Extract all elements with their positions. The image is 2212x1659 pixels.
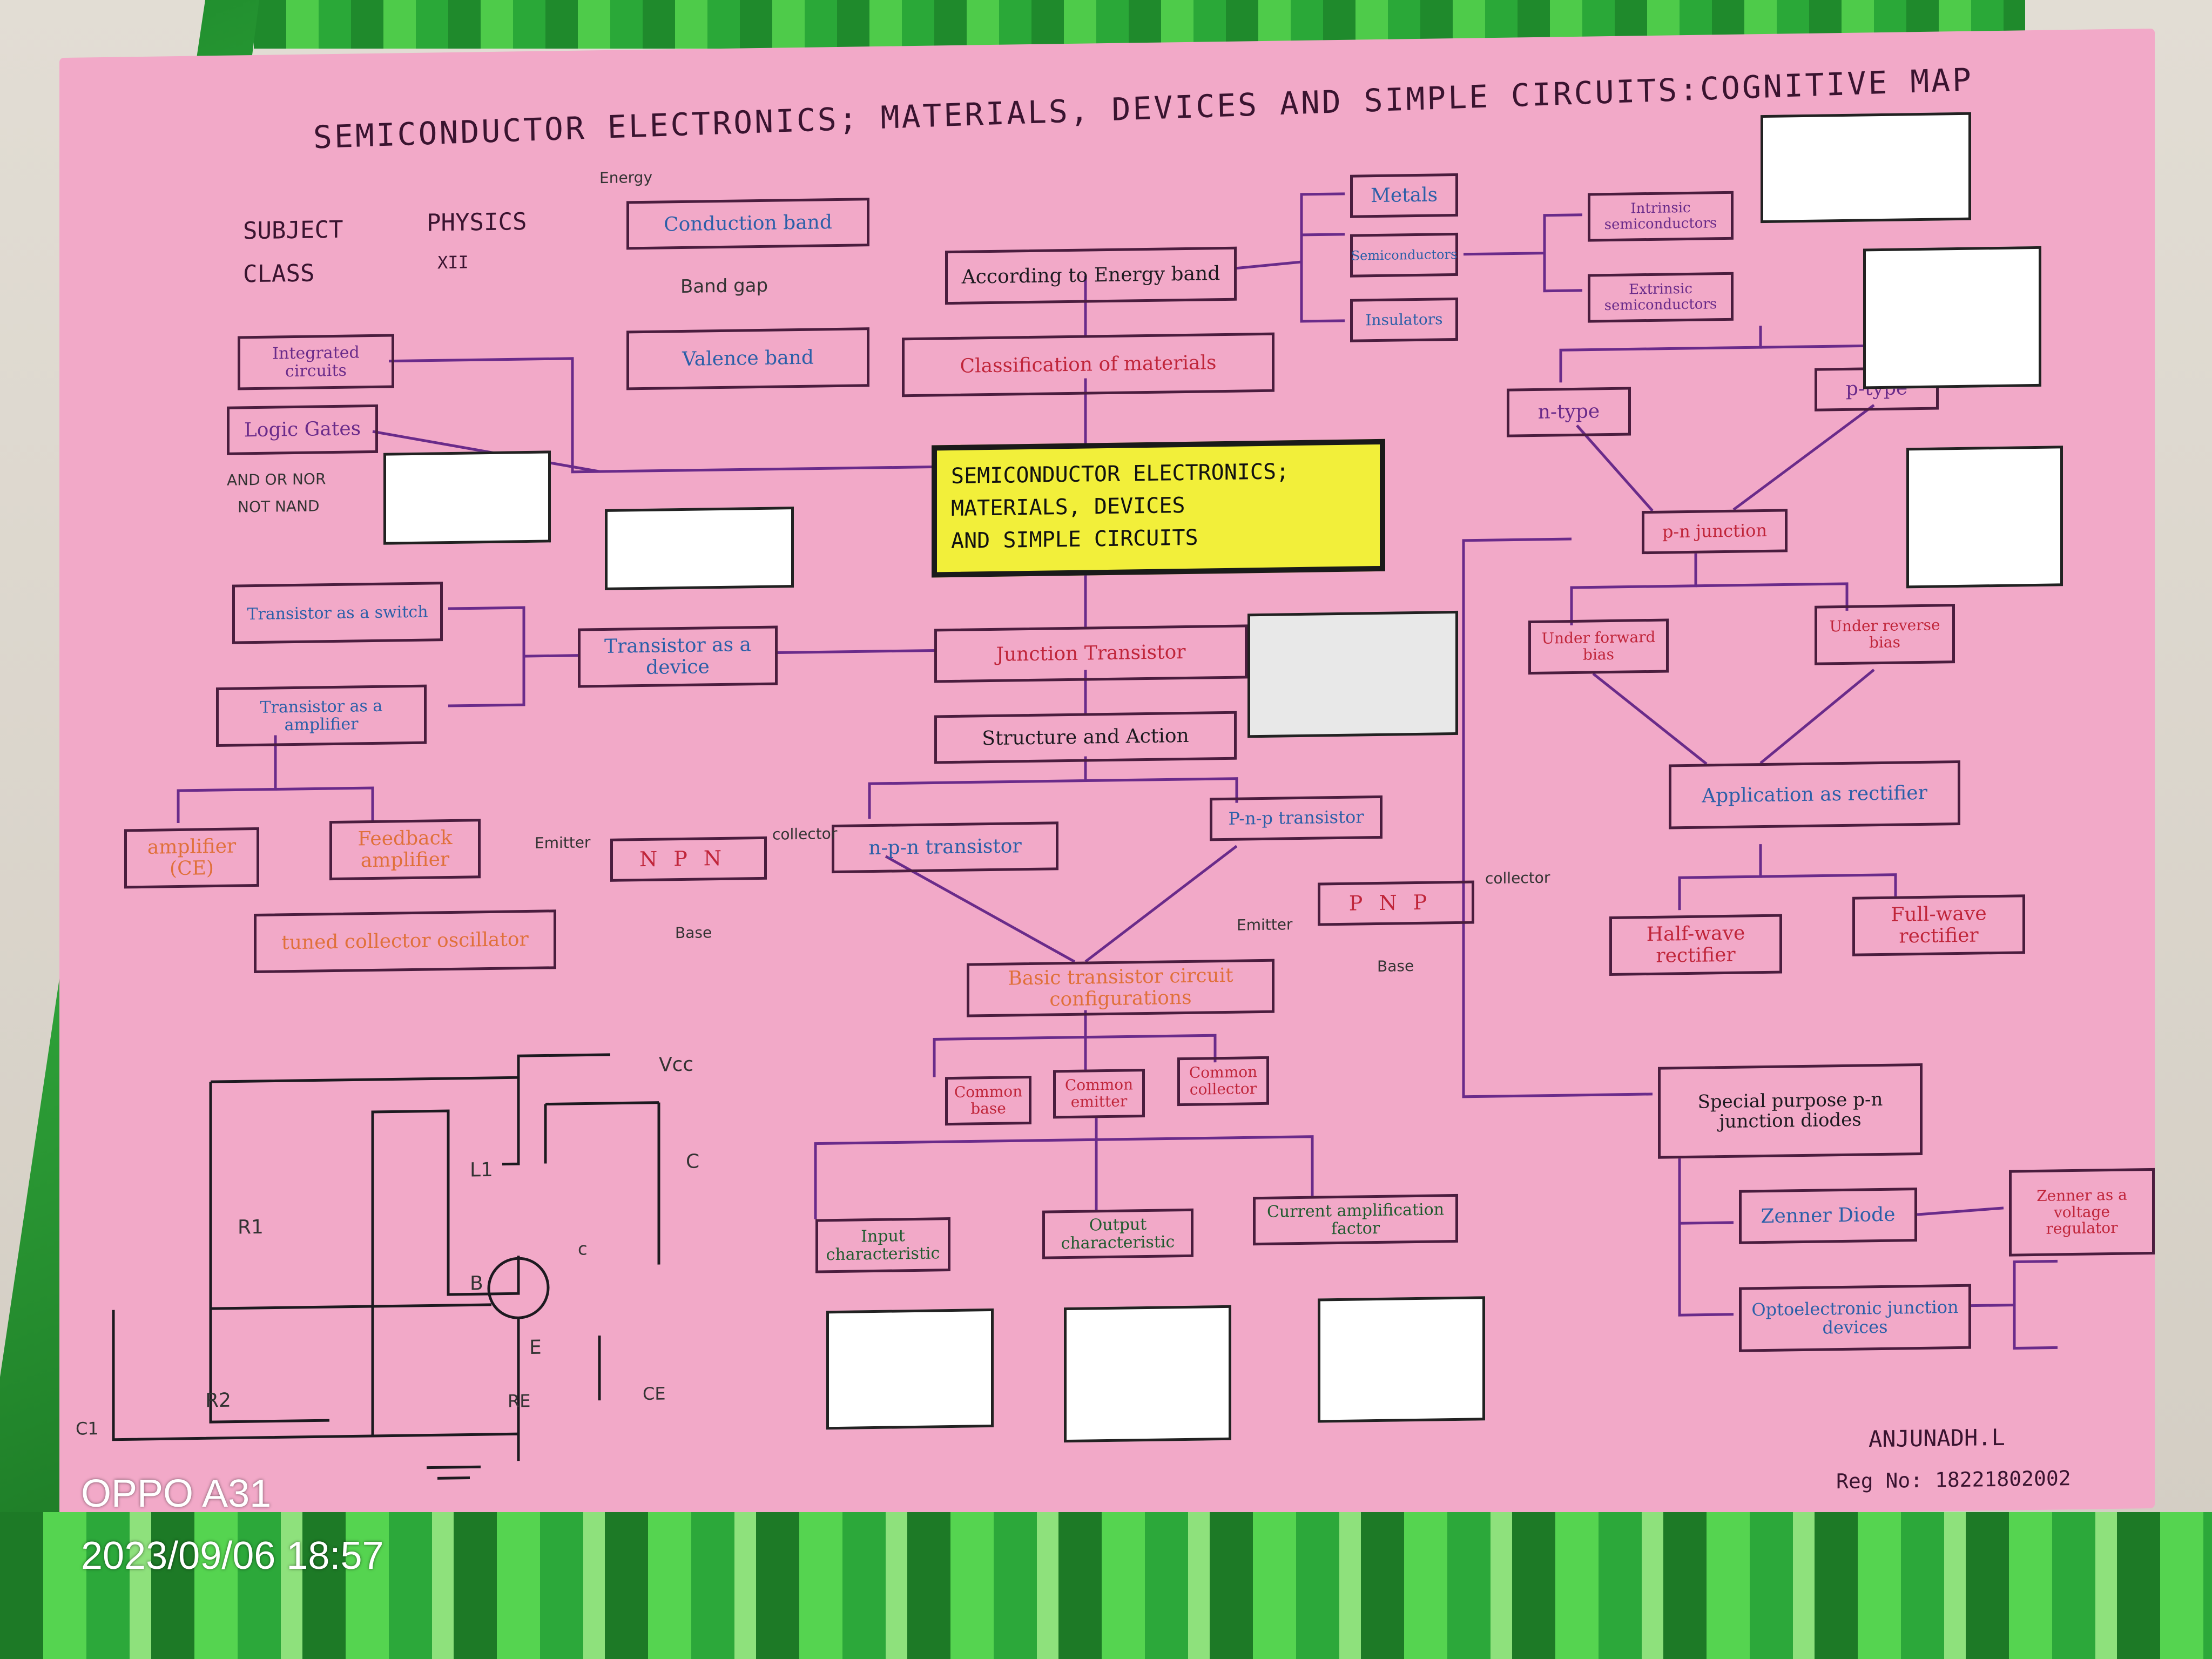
pnp-base-label: Base <box>1377 957 1414 976</box>
gate-names-1: AND OR NOR <box>227 470 326 489</box>
half-wave-box: Half-wave rectifier <box>1609 914 1782 976</box>
r2-label: R2 <box>205 1389 231 1412</box>
npn-emitter-label: Emitter <box>535 833 591 852</box>
class-value: XII <box>437 252 469 273</box>
r1-label: R1 <box>238 1216 264 1239</box>
npn-base-label: Base <box>675 923 712 942</box>
timestamp-watermark: 2023/09/06 18:57 <box>81 1534 384 1577</box>
tuned-oscillator-box: tuned collector oscillator <box>254 909 556 974</box>
classification-box: Classification of materials <box>902 332 1274 397</box>
n-type-box: n-type <box>1507 387 1631 437</box>
valence-band-box: Valence band <box>626 327 869 390</box>
reverse-bias-box: Under reverse bias <box>1815 604 1955 665</box>
output-characteristic-box: Output characteristic <box>1042 1208 1193 1259</box>
pnp-n: N <box>1379 891 1413 915</box>
according-energy-box: According to Energy band <box>945 246 1237 305</box>
vcc-label: Vcc <box>659 1053 694 1076</box>
npn-n1: N <box>639 847 674 872</box>
central-line-3: AND SIMPLE CIRCUITS <box>951 525 1198 554</box>
pn-junction-box: p-n junction <box>1642 509 1788 555</box>
pnp-collector-label: collector <box>1485 868 1550 888</box>
feedback-amplifier-box: Feedback amplifier <box>329 819 481 881</box>
transistor-switch-box: Transistor as a switch <box>232 582 443 644</box>
pnp-circuit-image-2 <box>1064 1305 1231 1443</box>
pnp-p2: P <box>1413 890 1444 915</box>
common-emitter-box: Common emitter <box>1053 1069 1145 1119</box>
subject-label: SUBJECT <box>243 215 343 245</box>
forward-bias-box: Under forward bias <box>1528 618 1669 675</box>
metals-box: Metals <box>1350 173 1458 218</box>
zener-diode-box: Zenner Diode <box>1739 1188 1917 1244</box>
author-name: ANJUNADH.L <box>1869 1424 2005 1453</box>
camera-model-watermark: OPPO A31 <box>81 1472 272 1515</box>
pnp-transistor-box: P-n-p transistor <box>1210 795 1382 841</box>
central-topic: SEMICONDUCTOR ELECTRONICS; MATERIALS, DE… <box>932 439 1385 578</box>
integrated-circuits-box: Integrated circuits <box>238 334 394 390</box>
central-line-1: SEMICONDUCTOR ELECTRONICS; <box>951 459 1290 489</box>
npn-p: P <box>673 846 704 871</box>
c-label: C <box>686 1150 700 1173</box>
transistor-device-box: Transistor as a device <box>578 625 778 688</box>
special-diodes-box: Special purpose p-n junction diodes <box>1658 1063 1923 1159</box>
structure-action-box: Structure and Action <box>934 711 1237 764</box>
ce-label: CE <box>643 1383 666 1405</box>
common-base-box: Common base <box>945 1075 1031 1126</box>
rectifier-box: Application as rectifier <box>1669 760 1960 830</box>
zener-regulator-box: Zenner as a voltage regulator <box>2009 1168 2155 1257</box>
b-label: B <box>470 1272 483 1295</box>
logic-gates-box: Logic Gates <box>227 404 378 455</box>
pnp-p1: P <box>1348 891 1379 915</box>
e-label: E <box>529 1336 542 1359</box>
logic-gate-image <box>383 450 551 545</box>
bottom-foil-border <box>0 1512 2212 1659</box>
band-gap-label: Band gap <box>680 274 768 298</box>
optoelectronic-box: Optoelectronic junction devices <box>1739 1284 1971 1352</box>
common-collector-box: Common collector <box>1177 1056 1269 1107</box>
npn-n2: N <box>703 846 738 871</box>
n-type-lattice-image <box>1863 246 2041 389</box>
extrinsic-box: Extrinsic semiconductors <box>1588 272 1734 323</box>
p-type-lattice-image <box>1906 446 2063 589</box>
not-gate-image <box>605 507 794 590</box>
c1-label: C1 <box>76 1418 99 1439</box>
registration-number: Reg No: 18221802002 <box>1836 1466 2071 1494</box>
junction-transistor-box: Junction Transistor <box>934 624 1247 683</box>
re-label: RE <box>508 1390 531 1412</box>
amplifier-ce-box: amplifier (CE) <box>124 827 259 889</box>
intrinsic-lattice-image <box>1761 112 1971 224</box>
chart-paper: SEMICONDUCTOR ELECTRONICS; MATERIALS, DE… <box>59 28 2155 1538</box>
l1-label: L1 <box>470 1158 493 1182</box>
full-wave-box: Full-wave rectifier <box>1852 894 2025 956</box>
subject-value: PHYSICS <box>427 208 527 237</box>
pnp-emitter-label: Emitter <box>1237 915 1293 934</box>
pnp-circuit-image-3 <box>1318 1296 1485 1423</box>
transistor-photo <box>1247 610 1458 738</box>
npn-transistor-box: n-p-n transistor <box>832 821 1058 874</box>
pnp-circuit-image-1 <box>826 1308 994 1430</box>
energy-label: Energy <box>599 168 653 187</box>
central-line-2: MATERIALS, DEVICES <box>951 493 1185 522</box>
class-label: CLASS <box>243 259 315 288</box>
insulators-box: Insulators <box>1350 297 1458 342</box>
input-characteristic-box: Input characteristic <box>815 1217 950 1273</box>
gate-names-2: NOT NAND <box>238 497 320 516</box>
basic-config-box: Basic transistor circuit configurations <box>967 959 1274 1017</box>
transistor-amplifier-box: Transistor as a amplifier <box>216 684 427 747</box>
npn-collector-label: collector <box>772 824 838 844</box>
current-amplification-box: Current amplification factor <box>1253 1193 1458 1246</box>
semiconductors-box: Semiconductors <box>1350 232 1458 278</box>
intrinsic-box: Intrinsic semiconductors <box>1588 191 1734 242</box>
collector-node-label: c <box>578 1238 588 1259</box>
conduction-band-box: Conduction band <box>626 198 869 250</box>
